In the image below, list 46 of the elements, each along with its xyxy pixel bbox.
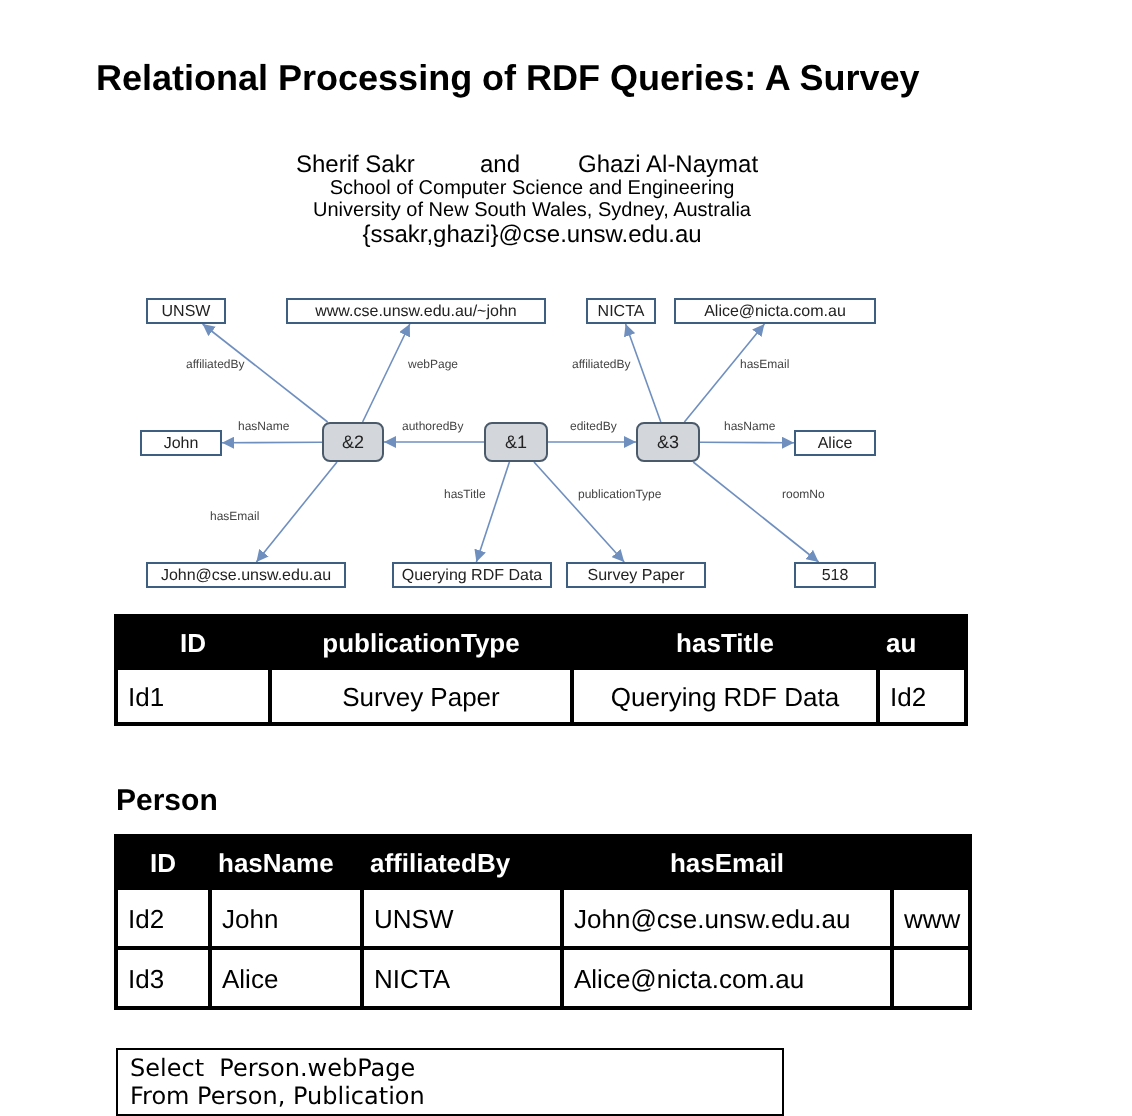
arrow xyxy=(533,461,625,563)
title: Relational Processing of RDF Queries: A Survey xyxy=(96,58,920,100)
table-header: ID xyxy=(114,614,272,670)
value-box: 518 xyxy=(794,562,876,588)
table-header: publicationType xyxy=(268,614,574,670)
blank-node: &1 xyxy=(484,422,548,462)
value-box: www.cse.unsw.edu.au/~john xyxy=(286,298,546,324)
table-cell: Id3 xyxy=(114,946,212,1010)
value-box: John xyxy=(140,430,222,456)
arrow xyxy=(547,436,637,448)
table-header: hasTitle xyxy=(570,614,880,670)
table-cell: Id2 xyxy=(876,666,968,726)
table-header: au xyxy=(876,614,968,670)
value-box: Alice xyxy=(794,430,876,456)
value-box: Querying RDF Data xyxy=(392,562,552,588)
table-header: hasName xyxy=(208,834,364,890)
arrow xyxy=(383,436,485,448)
arrow xyxy=(474,461,511,563)
value-box: NICTA xyxy=(586,298,656,324)
author-text: {ssakr,ghazi}@cse.unsw.edu.au xyxy=(362,220,702,248)
query-text-line: From Person, Publication xyxy=(130,1082,427,1110)
arrow xyxy=(624,323,662,423)
table-heading: Person xyxy=(116,784,218,818)
arrow xyxy=(692,461,820,563)
value-box: John@cse.unsw.edu.au xyxy=(146,562,346,588)
author-text: University of New South Wales, Sydney, Australia xyxy=(313,200,751,222)
value-box: UNSW xyxy=(146,298,226,324)
value-box: Alice@nicta.com.au xyxy=(674,298,876,324)
value-box: Survey Paper xyxy=(566,562,706,588)
query-text-line: Select Person.webPage xyxy=(130,1054,418,1082)
arrow xyxy=(683,323,766,423)
table-header: affiliatedBy xyxy=(360,834,564,890)
blank-node: &3 xyxy=(636,422,700,462)
author-text: Sherif Sakr xyxy=(296,152,415,178)
arrow xyxy=(221,436,323,449)
arrow xyxy=(255,461,338,563)
arrow xyxy=(201,323,329,423)
author-text: Ghazi Al-Naymat xyxy=(578,152,759,178)
author-text: School of Computer Science and Engineering xyxy=(329,178,735,200)
author-text: and xyxy=(480,152,521,178)
query-box xyxy=(116,1048,784,1116)
arrow xyxy=(699,436,795,449)
blank-node: &2 xyxy=(322,422,384,462)
table-cell: Id1 xyxy=(114,666,272,726)
table-header: hasEmail xyxy=(560,834,894,890)
arrow xyxy=(361,323,411,423)
